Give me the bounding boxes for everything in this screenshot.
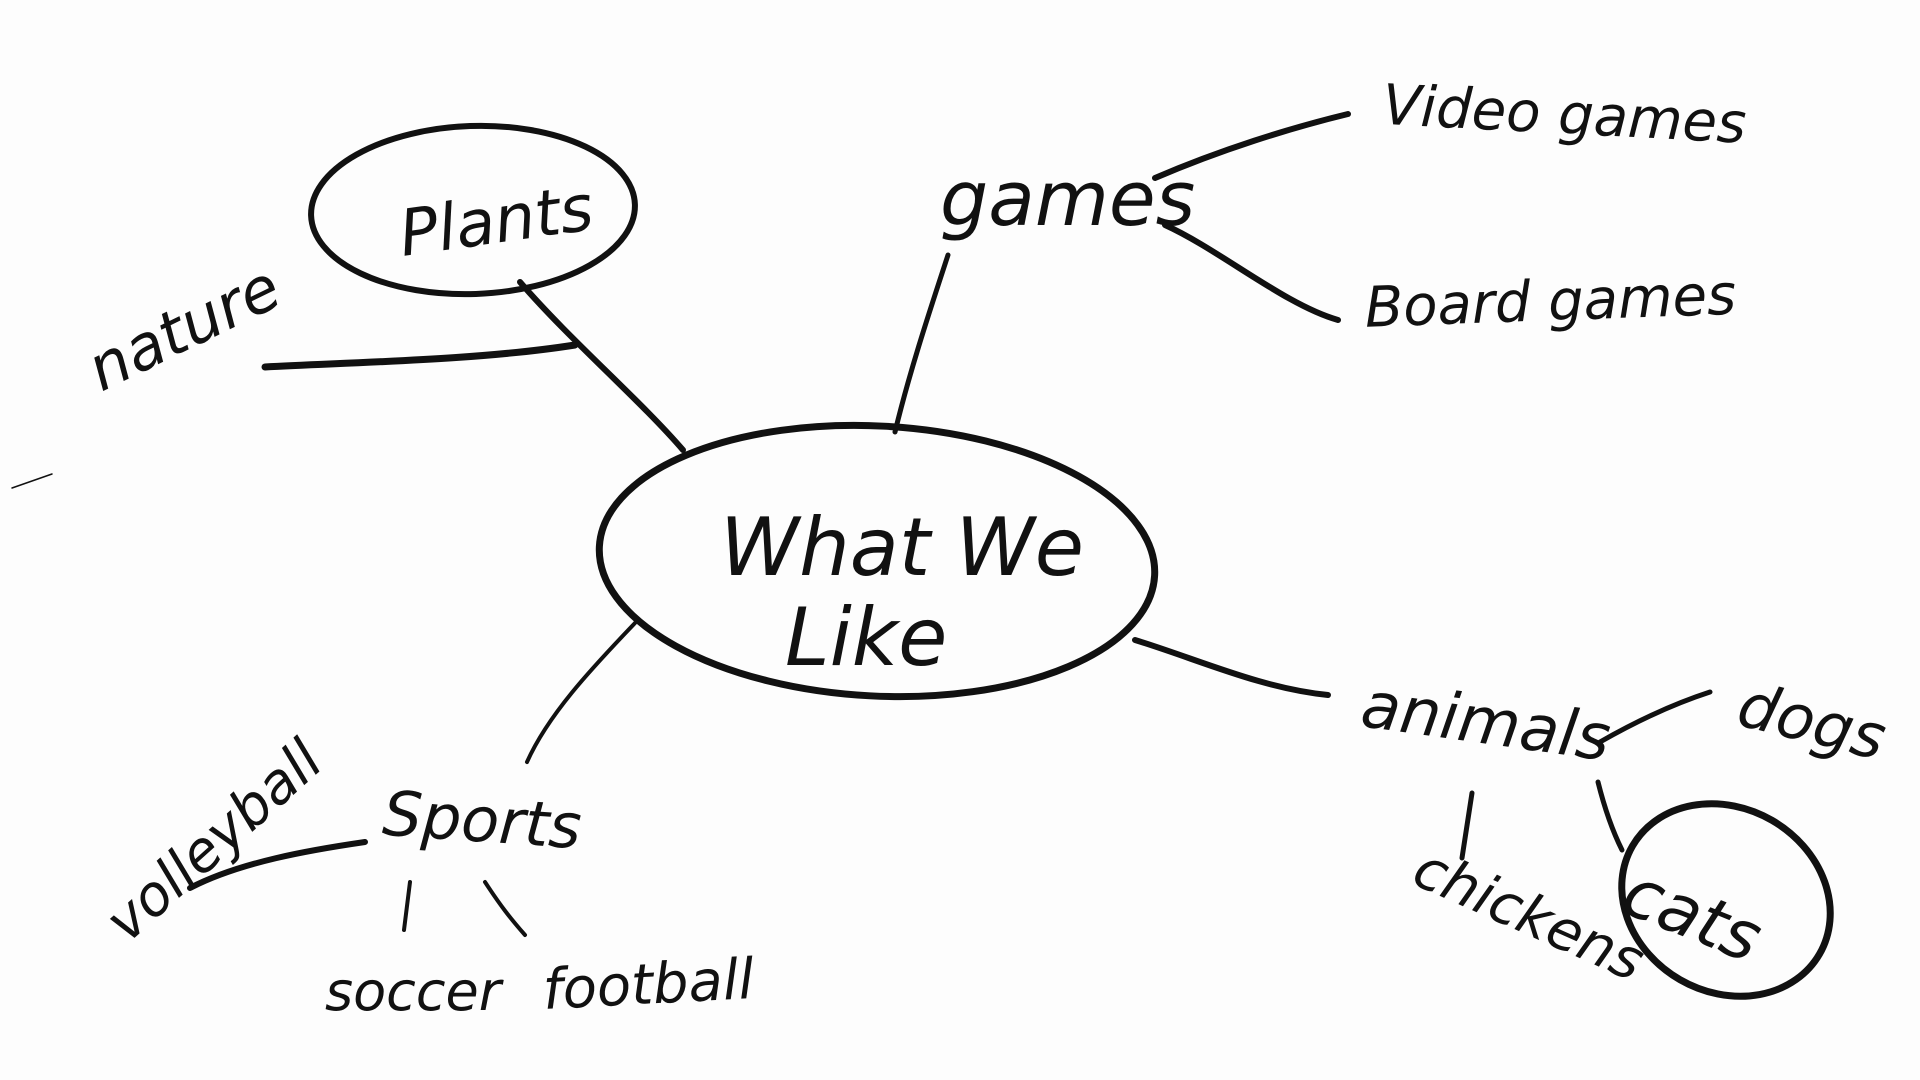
animals-label: animals: [1357, 668, 1615, 776]
connector-center-plants: [517, 279, 686, 453]
cats-ellipse: [1618, 800, 1834, 1000]
plants-label: Plants: [395, 171, 598, 271]
football-label: football: [541, 947, 756, 1023]
stray-mark: [11, 473, 53, 489]
center-label-line1: What We: [720, 501, 1084, 594]
dogs-label: dogs: [1731, 668, 1893, 775]
connector-animals-cats: [1595, 779, 1625, 853]
sports-label: Sports: [380, 777, 583, 864]
connector-sports-volleyball: [187, 839, 368, 891]
connector-plants-nature: [261, 341, 579, 371]
connector-center-games: [892, 252, 951, 435]
connector-sports-football: [483, 880, 527, 937]
connector-center-sports: [525, 621, 637, 764]
soccer-label: soccer: [325, 960, 504, 1023]
plants-ellipse: [308, 122, 638, 298]
connector-animals-dogs: [1597, 689, 1713, 745]
connector-animals-chickens: [1459, 790, 1475, 861]
volleyball-label: volleyball: [93, 727, 335, 954]
center-label-line2: Like: [785, 591, 947, 684]
center-ellipse: [595, 421, 1159, 701]
connector-sports-soccer: [402, 880, 412, 932]
connector-games-video: [1152, 111, 1351, 181]
games-label: games: [940, 154, 1195, 243]
nature-label: nature: [76, 250, 292, 405]
board-games-label: Board games: [1364, 263, 1737, 341]
video-games-label: Video games: [1381, 73, 1748, 157]
connector-center-animals: [1132, 637, 1331, 698]
connector-games-board: [1162, 222, 1341, 323]
